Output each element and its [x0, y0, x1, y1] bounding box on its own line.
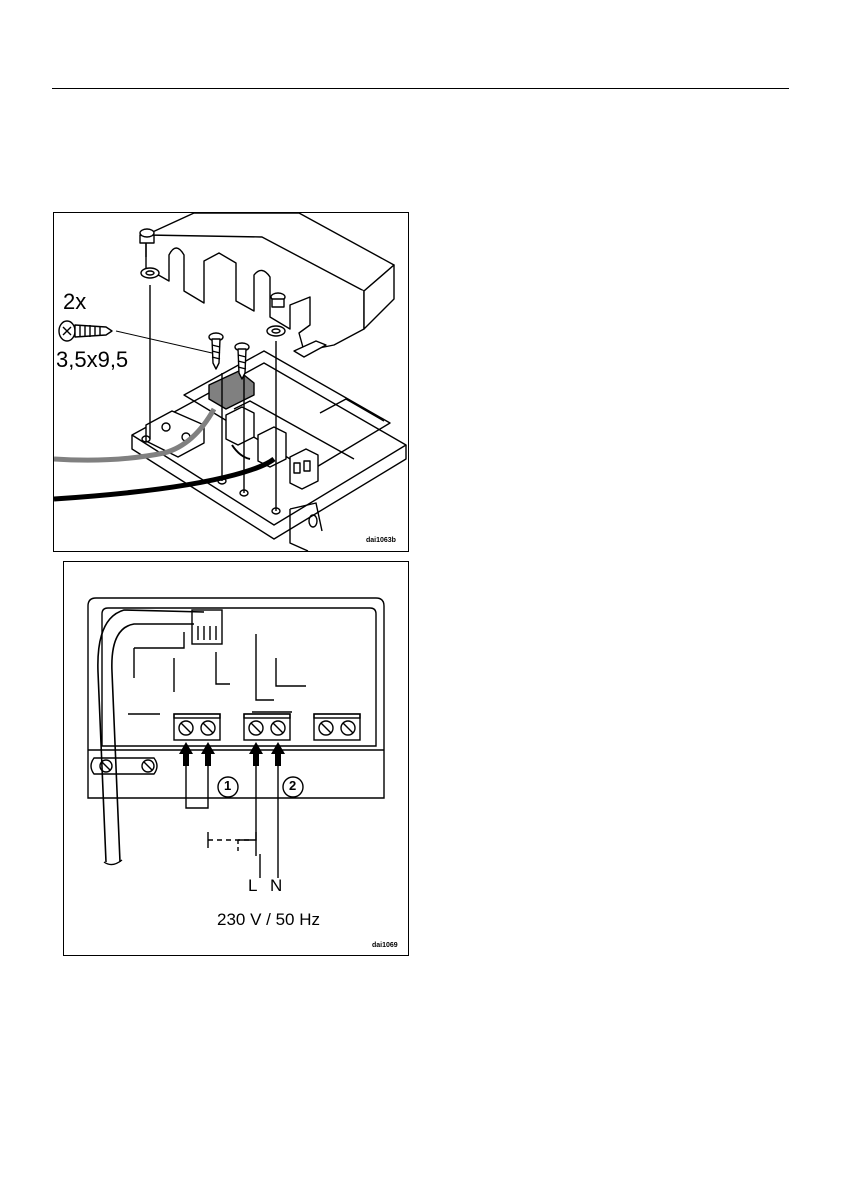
drawing-code-2: dai1069 [372, 942, 398, 949]
marker-1: 1 [224, 778, 231, 793]
live-label: L [248, 876, 257, 896]
cover-right-tab [294, 341, 326, 357]
screw-quantity-label: 2x [63, 289, 86, 315]
pcb-connector [192, 610, 222, 644]
header-rule [52, 88, 789, 89]
screw-size-label: 3,5x9,5 [56, 347, 128, 373]
figure-cover-assembly: 2x 3,5x9,5 dai1063b [53, 212, 409, 552]
terminal-block-1 [226, 407, 254, 445]
figure-wiring-diagram: 1 2 L N 230 V / 50 Hz dai1069 [63, 561, 409, 956]
live-wire [238, 758, 256, 840]
marker-2: 2 [289, 778, 296, 793]
wiring-diagram-drawing [64, 562, 408, 955]
drawing-code-1: dai1063b [366, 537, 396, 544]
neutral-label: N [270, 876, 282, 896]
terminal-1-bridge [186, 758, 208, 808]
cover-assembly-drawing [54, 213, 408, 551]
supply-voltage-label: 230 V / 50 Hz [217, 910, 320, 930]
bracket-hole [309, 515, 317, 527]
